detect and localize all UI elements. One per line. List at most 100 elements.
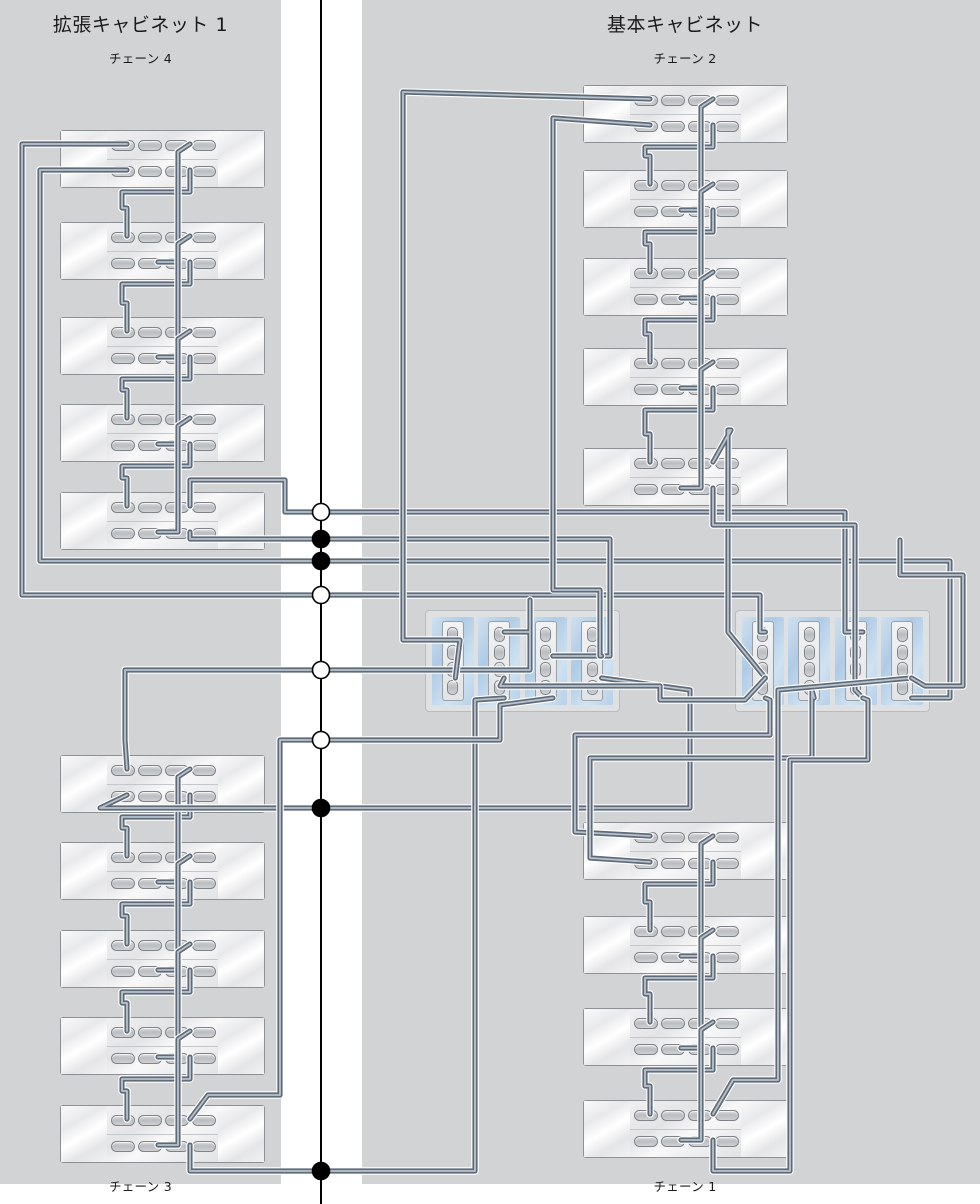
hba-port[interactable] [447, 644, 459, 660]
shelf-port[interactable] [688, 1135, 712, 1147]
shelf-port[interactable] [661, 94, 685, 106]
shelf-port[interactable] [192, 139, 216, 151]
shelf-port[interactable] [634, 925, 658, 937]
hba-port[interactable] [757, 627, 769, 643]
shelf-port[interactable] [111, 1052, 135, 1064]
hba-port[interactable] [803, 644, 815, 660]
shelf-port[interactable] [192, 352, 216, 364]
shelf-port[interactable] [688, 205, 712, 217]
disk-shelf-chain2-1[interactable] [583, 85, 788, 143]
shelf-port[interactable] [192, 790, 216, 802]
shelf-port[interactable] [634, 483, 658, 495]
shelf-port[interactable] [688, 831, 712, 843]
shelf-port[interactable] [138, 939, 162, 951]
shelf-port[interactable] [715, 457, 739, 469]
shelf-port[interactable] [138, 1052, 162, 1064]
shelf-port[interactable] [111, 790, 135, 802]
shelf-port[interactable] [138, 790, 162, 802]
shelf-port[interactable] [661, 831, 685, 843]
shelf-port[interactable] [111, 851, 135, 863]
shelf-port[interactable] [111, 439, 135, 451]
shelf-port[interactable] [111, 1114, 135, 1126]
shelf-port[interactable] [165, 165, 189, 177]
hba-port[interactable] [757, 679, 769, 695]
shelf-port[interactable] [715, 1017, 739, 1029]
shelf-port[interactable] [661, 293, 685, 305]
shelf-port[interactable] [138, 1140, 162, 1152]
shelf-port[interactable] [111, 527, 135, 539]
shelf-port[interactable] [165, 764, 189, 776]
hba-slot[interactable] [742, 617, 784, 705]
shelf-port[interactable] [715, 857, 739, 869]
shelf-port[interactable] [715, 383, 739, 395]
hba-slot[interactable] [478, 617, 521, 705]
hba-port[interactable] [540, 662, 552, 678]
controller-2[interactable] [735, 610, 930, 712]
disk-shelf-chain3-4[interactable] [60, 1017, 265, 1075]
shelf-port[interactable] [111, 139, 135, 151]
shelf-port[interactable] [661, 205, 685, 217]
shelf-port[interactable] [192, 939, 216, 951]
shelf-port[interactable] [138, 764, 162, 776]
shelf-port[interactable] [165, 527, 189, 539]
hba-port[interactable] [447, 662, 459, 678]
hba-slot[interactable] [571, 617, 613, 705]
shelf-port[interactable] [165, 257, 189, 269]
shelf-port[interactable] [192, 965, 216, 977]
shelf-port[interactable] [138, 877, 162, 889]
shelf-port[interactable] [192, 1114, 216, 1126]
shelf-port[interactable] [111, 965, 135, 977]
shelf-port[interactable] [661, 483, 685, 495]
disk-shelf-chain2-3[interactable] [583, 258, 788, 316]
shelf-port[interactable] [138, 139, 162, 151]
shelf-port[interactable] [138, 439, 162, 451]
shelf-port[interactable] [715, 1135, 739, 1147]
shelf-port[interactable] [111, 165, 135, 177]
disk-shelf-chain1-4[interactable] [583, 1100, 788, 1158]
hba-port[interactable] [447, 679, 459, 695]
hba-port[interactable] [540, 679, 552, 695]
shelf-port[interactable] [715, 483, 739, 495]
shelf-port[interactable] [661, 1135, 685, 1147]
shelf-port[interactable] [634, 179, 658, 191]
hba-slot[interactable] [788, 617, 831, 705]
shelf-port[interactable] [634, 831, 658, 843]
shelf-port[interactable] [688, 857, 712, 869]
hba-port[interactable] [540, 627, 552, 643]
disk-shelf-chain4-1[interactable] [60, 130, 265, 188]
shelf-port[interactable] [634, 1017, 658, 1029]
controller-1[interactable] [425, 610, 620, 712]
shelf-port[interactable] [165, 139, 189, 151]
shelf-port[interactable] [715, 357, 739, 369]
shelf-port[interactable] [715, 951, 739, 963]
shelf-port[interactable] [192, 1026, 216, 1038]
shelf-port[interactable] [111, 257, 135, 269]
hba-port[interactable] [850, 662, 862, 678]
shelf-port[interactable] [715, 120, 739, 132]
disk-shelf-chain2-4[interactable] [583, 348, 788, 406]
shelf-port[interactable] [634, 1135, 658, 1147]
shelf-port[interactable] [688, 951, 712, 963]
shelf-port[interactable] [634, 457, 658, 469]
hba-port[interactable] [896, 679, 908, 695]
shelf-port[interactable] [688, 925, 712, 937]
hba-port[interactable] [493, 679, 505, 695]
shelf-port[interactable] [138, 851, 162, 863]
shelf-port[interactable] [165, 1114, 189, 1126]
shelf-port[interactable] [192, 1140, 216, 1152]
shelf-port[interactable] [688, 483, 712, 495]
shelf-port[interactable] [111, 939, 135, 951]
shelf-port[interactable] [688, 293, 712, 305]
hba-port[interactable] [850, 627, 862, 643]
hba-port[interactable] [896, 627, 908, 643]
hba-port[interactable] [586, 679, 598, 695]
shelf-port[interactable] [138, 165, 162, 177]
shelf-port[interactable] [165, 965, 189, 977]
disk-shelf-chain1-1[interactable] [583, 822, 788, 880]
shelf-port[interactable] [661, 951, 685, 963]
shelf-port[interactable] [111, 231, 135, 243]
shelf-port[interactable] [165, 439, 189, 451]
shelf-port[interactable] [661, 179, 685, 191]
shelf-port[interactable] [138, 965, 162, 977]
shelf-port[interactable] [138, 527, 162, 539]
